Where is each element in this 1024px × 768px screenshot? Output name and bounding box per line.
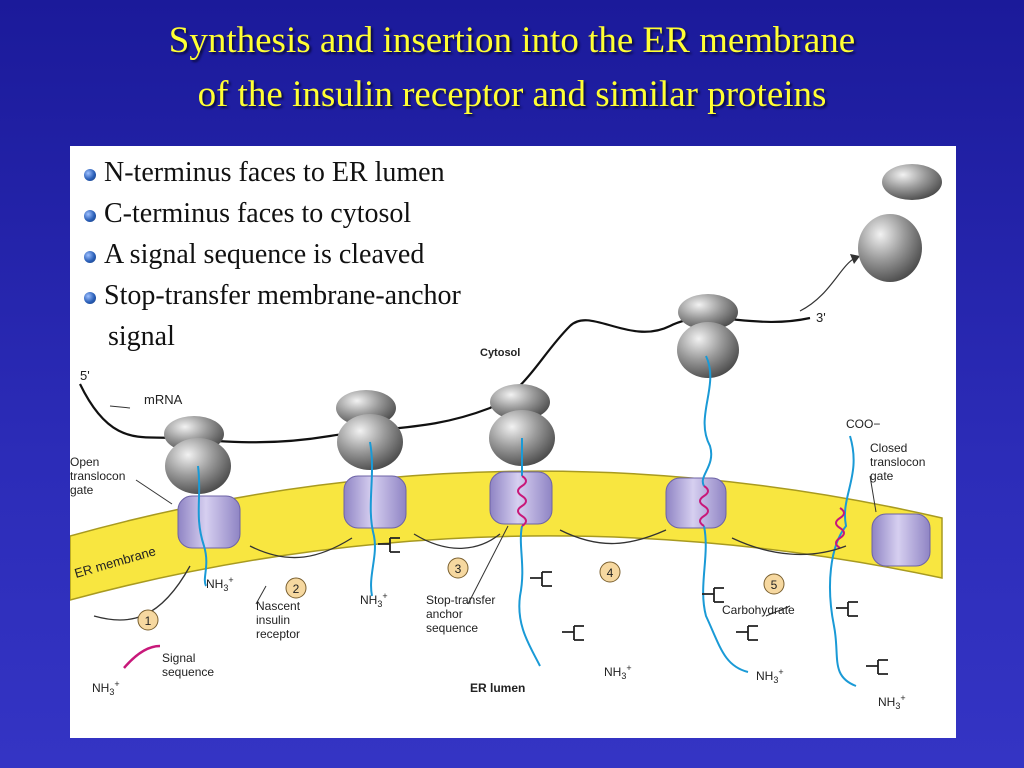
step-markers: 1 2 3 4 5 [137,557,785,631]
bullet-text: signal [108,321,175,352]
label-cytosol: Cytosol [480,347,520,359]
mrna-arrow-head [850,254,860,264]
signal-sequence [123,644,161,669]
bullet-item: C-terminus faces to cytosol [84,193,461,234]
nh3-label-2: NH3+ [360,591,388,609]
step-3-circle [447,557,469,579]
nh3-label-5: NH3+ [878,693,906,711]
bullet-dot-icon [84,250,96,263]
label-open-translocon-2: translocon [70,469,125,483]
label-mrna: mRNA [144,392,183,407]
label-3-prime: 3' [816,310,826,325]
label-nascent-3: receptor [256,627,300,641]
step-1-circle [137,609,159,631]
nh3-label-signal: NH3+ [92,679,120,697]
mrna-arrow [799,257,856,312]
bullet-item: N-terminus faces to ER lumen [84,152,461,193]
bullet-text: Stop-transfer membrane-anchor [104,280,461,311]
bullet-text: C-terminus faces to cytosol [104,198,412,229]
translocon-1 [177,495,241,549]
label-nascent-1: Nascent [256,599,301,613]
label-closed-translocon-3: gate [870,469,894,483]
bullet-dot-icon [84,209,96,222]
label-closed-translocon-2: translocon [870,455,925,469]
bullet-continuation: signal [84,316,461,357]
label-stop-transfer-1: Stop-transfer [426,593,495,607]
er-insertion-diagram: 1 2 3 4 5 5' 3' mRNA Cytosol ER lumen ER… [70,164,943,711]
ribosome-4-large [677,322,739,378]
title-line-1: Synthesis and insertion into the ER memb… [168,20,856,61]
label-signal-sequence-2: sequence [162,665,214,679]
label-carbohydrate: Carbohydrate [722,603,795,617]
step-1-label: 1 [145,614,152,628]
leader-lines [109,405,877,617]
carbohydrates [378,537,888,675]
ribosome-3-small [490,384,550,420]
label-5-prime: 5' [80,368,90,383]
ribosome-4-small [678,294,738,330]
title-line-2: of the insulin receptor and similar prot… [197,74,827,115]
bullet-text: A signal sequence is cleaved [104,239,425,270]
label-stop-transfer-3: sequence [426,621,478,635]
label-signal-sequence-1: Signal [162,651,195,665]
translocon-closed [871,513,931,567]
step-4-label: 4 [607,566,614,580]
bullet-text: N-terminus faces to ER lumen [104,157,445,188]
nascent-chains [197,355,857,687]
translocon-2 [343,475,407,529]
step-3-label: 3 [455,562,462,576]
step-5-circle [763,573,785,595]
label-coo: COO− [846,417,880,431]
translocon-4 [665,477,727,529]
step-2-circle [285,577,307,599]
bullet-dot-icon [84,168,96,181]
stop-transfer-helices [517,475,845,549]
step-4-circle [599,561,621,583]
step-5-label: 5 [771,578,778,592]
nh3-label-1: NH3+ [206,575,234,593]
label-er-lumen: ER lumen [470,681,525,695]
label-open-translocon-1: Open [70,455,99,469]
small-subunit-detached [882,164,942,200]
large-subunit-detached [858,214,922,282]
slide-title: Synthesis and insertion into the ER memb… [0,14,1024,122]
bullet-dot-icon [84,291,96,304]
diagram-panel: 1 2 3 4 5 5' 3' mRNA Cytosol ER lumen ER… [70,146,956,738]
bullet-item: A signal sequence is cleaved [84,234,461,275]
label-open-translocon-3: gate [70,483,94,497]
step-2-label: 2 [293,582,300,596]
bullet-item: Stop-transfer membrane-anchor [84,275,461,316]
label-stop-transfer-2: anchor [426,607,463,621]
label-closed-translocon-1: Closed [870,441,907,455]
bullet-list: N-terminus faces to ER lumen C-terminus … [84,152,461,357]
label-nascent-2: insulin [256,613,290,627]
nh3-label-4: NH3+ [756,667,784,685]
nh3-label-3: NH3+ [604,663,632,681]
